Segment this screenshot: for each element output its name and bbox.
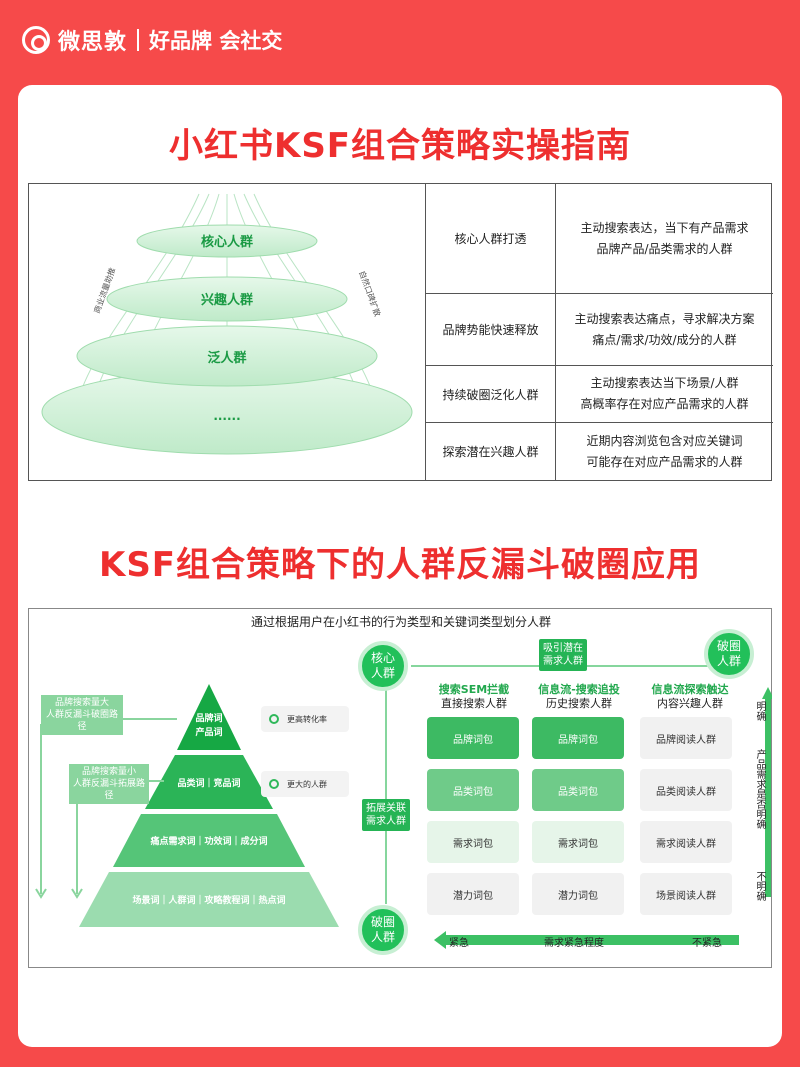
urgency-label-mid: 需求紧急程度 — [544, 938, 604, 949]
audience-rings-diagram: 核心人群 兴趣人群 泛人群 ...... 商业流量助推 自然口碑扩散 — [41, 193, 413, 455]
pyramid-label-1b: 产品词 — [195, 726, 222, 738]
urgency-arrow-head — [434, 931, 446, 949]
ring-interest — [106, 276, 348, 322]
matrix-cell: 品类词包 — [427, 769, 519, 811]
pyramid-level-1 — [177, 684, 241, 750]
brand-logo-icon — [22, 26, 50, 54]
clarity-label-bottom: 不明确 — [754, 871, 765, 901]
node-breakout-top: 破圈人群 — [704, 629, 754, 679]
ring-label-core: 核心人群 — [201, 234, 253, 250]
keyword-pyramid: 品牌词 产品词 品类词｜竞品词 痛点需求词｜功效词｜成分词 场景词｜人群词｜攻略… — [35, 684, 339, 927]
table-row: 品牌势能快速释放 主动搜索表达痛点，寻求解决方案痛点/需求/功效/成分的人群 — [426, 294, 773, 366]
brand-name: 微思敦 — [58, 30, 128, 55]
pyramid-label-1a: 品牌词 — [195, 712, 222, 724]
side-label-small: 品牌搜索量小人群反漏斗拓展路径 — [69, 764, 149, 804]
matrix-cell: 潜力词包 — [532, 873, 624, 915]
urgency-label-left: 紧急 — [449, 938, 469, 949]
ksf-strategy-table: 核心人群 兴趣人群 泛人群 ...... 商业流量助推 自然口碑扩散 核心人群打… — [28, 183, 773, 481]
stage-cell: 核心人群打透 — [426, 184, 556, 293]
strategy-table: 核心人群打透 主动搜索表达，当下有产品需求品牌产品/品类需求的人群 品牌势能快速… — [425, 184, 773, 480]
ring-broad — [76, 325, 378, 387]
urgency-label-right: 不紧急 — [692, 938, 722, 949]
ring-core — [136, 224, 318, 258]
stage-cell: 品牌势能快速释放 — [426, 294, 556, 365]
higher-conversion-pill: 更高转化率 — [261, 706, 349, 732]
section-title-2: KSF组合策略下的人群反漏斗破圈应用 — [98, 545, 702, 585]
larger-audience-pill: 更大的人群 — [261, 771, 349, 797]
pyramid-label-4: 场景词｜人群词｜攻略教程词｜热点词 — [132, 894, 285, 906]
node-breakout-bottom: 破圈人群 — [358, 905, 408, 955]
tag-attract-potential: 吸引潜在需求人群 — [539, 639, 587, 671]
section-title-1: 小红书KSF组合策略实操指南 — [168, 126, 632, 166]
pyramid-level-4 — [79, 872, 339, 927]
matrix-cell: 需求词包 — [532, 821, 624, 863]
ring-label-more: ...... — [213, 409, 240, 423]
stage-cell: 持续破圈泛化人群 — [426, 366, 556, 422]
audience-matrix: 核心人群 破圈人群 破圈人群 吸引潜在需求人群 拓展关联需求人群 搜索SEM拦截… — [354, 609, 772, 967]
table-row: 持续破圈泛化人群 主动搜索表达当下场景/人群高概率存在对应产品需求的人群 — [426, 366, 773, 423]
desc-cell: 近期内容浏览包含对应关键词可能存在对应产品需求的人群 — [586, 433, 743, 469]
search-icon — [269, 779, 279, 789]
node-core-audience: 核心人群 — [358, 641, 408, 691]
clarity-label-mid: 产品需求是否明确 — [754, 749, 765, 829]
clarity-arrow-head — [762, 687, 772, 699]
desc-cell: 主动搜索表达痛点，寻求解决方案痛点/需求/功效/成分的人群 — [574, 311, 755, 347]
column-header-feed-search: 信息流-搜索追投历史搜索人群 — [538, 683, 620, 710]
matrix-cell: 品牌词包 — [427, 717, 519, 759]
desc-cell: 主动搜索表达，当下有产品需求品牌产品/品类需求的人群 — [580, 220, 749, 256]
matrix-cell: 需求阅读人群 — [640, 821, 732, 863]
matrix-cell: 需求词包 — [427, 821, 519, 863]
matrix-cell: 品牌词包 — [532, 717, 624, 759]
table-row: 核心人群打透 主动搜索表达，当下有产品需求品牌产品/品类需求的人群 — [426, 184, 773, 294]
pyramid-label-2: 品类词｜竞品词 — [177, 777, 240, 789]
matrix-cell: 品类词包 — [532, 769, 624, 811]
right-arrow-label: 自然口碑扩散 — [357, 269, 383, 318]
column-header-feed-explore: 信息流探索触达内容兴趣人群 — [651, 683, 729, 710]
side-label-large: 品牌搜索量大人群反漏斗破圈路径 — [41, 695, 123, 735]
matrix-cell: 品牌阅读人群 — [640, 717, 732, 759]
search-icon — [269, 714, 279, 724]
pyramid-level-3 — [113, 814, 305, 867]
desc-cell: 主动搜索表达当下场景/人群高概率存在对应产品需求的人群 — [580, 376, 749, 411]
header: 微思敦 好品牌 会社交 — [0, 0, 800, 80]
urgency-bar — [444, 935, 739, 945]
ring-label-broad: 泛人群 — [207, 350, 246, 366]
brand-slogan: 好品牌 会社交 — [149, 29, 283, 53]
table-row: 探索潜在兴趣人群 近期内容浏览包含对应关键词可能存在对应产品需求的人群 — [426, 423, 773, 480]
matrix-cell: 场景阅读人群 — [640, 873, 732, 915]
matrix-cell: 潜力词包 — [427, 873, 519, 915]
left-arrow-label: 商业流量助推 — [91, 266, 117, 315]
clarity-bar — [765, 697, 771, 897]
pyramid-label-3: 痛点需求词｜功效词｜成分词 — [149, 835, 267, 847]
ring-label-interest: 兴趣人群 — [201, 292, 253, 308]
reverse-funnel-diagram: 通过根据用户在小红书的行为类型和关键词类型划分人群 品牌词 产品词 品类词｜竞品… — [28, 608, 772, 968]
clarity-label-top: 明确 — [754, 701, 765, 721]
diagram-subtitle: 通过根据用户在小红书的行为类型和关键词类型划分人群 — [250, 615, 551, 629]
stage-cell: 探索潜在兴趣人群 — [426, 423, 556, 480]
pyramid-level-2 — [145, 755, 273, 809]
divider — [137, 29, 140, 51]
tag-expand-related: 拓展关联需求人群 — [362, 799, 410, 831]
brand: 微思敦 好品牌 会社交 — [22, 24, 282, 56]
matrix-cell: 品类阅读人群 — [640, 769, 732, 811]
column-header-sem: 搜索SEM拦截直接搜索人群 — [438, 683, 510, 710]
